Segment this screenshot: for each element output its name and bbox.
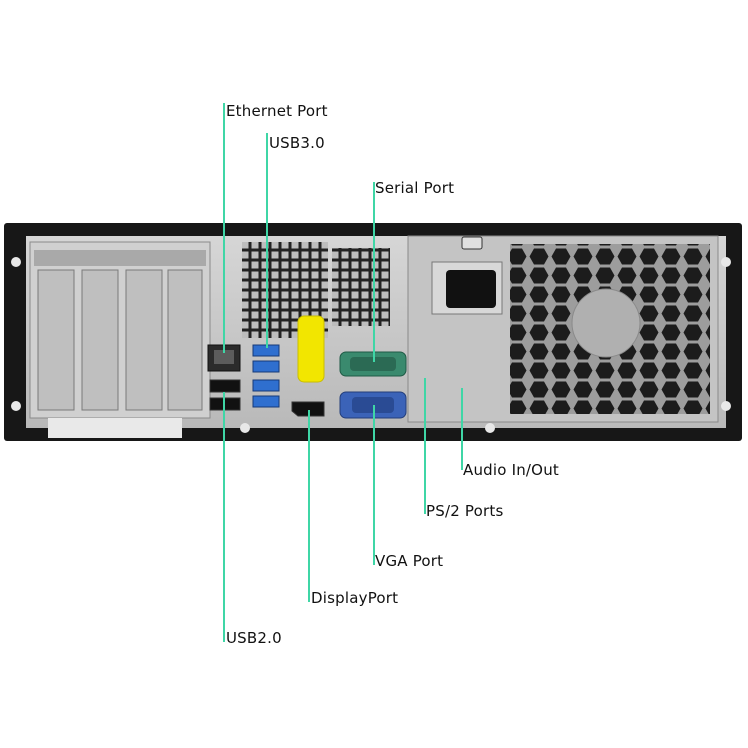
usb2-port (209, 397, 241, 411)
callout-label-serial: Serial Port (375, 179, 455, 197)
yellow-latch (297, 315, 325, 383)
label-sticker (48, 418, 182, 438)
ps2-leader-line (424, 378, 426, 514)
expansion-slot-cover (81, 269, 119, 411)
callout-label-usb2: USB2.0 (226, 629, 282, 647)
callout-label-ethernet: Ethernet Port (226, 102, 328, 120)
screw (11, 257, 21, 267)
slot-bracket-top (34, 250, 206, 266)
ethernet-leader-line (223, 103, 225, 353)
screw (721, 401, 731, 411)
usb3-leader-line (266, 133, 268, 348)
callout-label-displayport: DisplayPort (311, 589, 399, 607)
expansion-slot-cover (167, 269, 203, 411)
audio-leader-line (461, 388, 463, 470)
usb2-port (209, 379, 241, 393)
vga-leader-line (373, 405, 375, 565)
callout-label-ps2: PS/2 Ports (426, 502, 504, 520)
callout-label-audio: Audio In/Out (463, 461, 559, 479)
callout-label-usb3: USB3.0 (269, 134, 325, 152)
screw (240, 423, 250, 433)
serial-leader-line (373, 182, 375, 362)
callout-label-vga: VGA Port (375, 552, 444, 570)
screw (485, 423, 495, 433)
expansion-slot-cover (37, 269, 75, 411)
usb3-port (252, 379, 280, 392)
power-inlet (446, 270, 496, 308)
displayport-leader-line (308, 410, 310, 602)
usb2-leader-line (223, 392, 225, 642)
usb3-port (252, 360, 280, 373)
displayport-connector (291, 401, 325, 417)
screw (11, 401, 21, 411)
psu-fan-hub (571, 288, 641, 358)
screw (721, 257, 731, 267)
ethernet-jack-inner (214, 350, 234, 364)
expansion-slot-cover (125, 269, 163, 411)
serial-port-inner (350, 357, 396, 371)
usb3-port (252, 395, 280, 408)
psu-switch (461, 236, 483, 250)
vent-grid-center (332, 248, 390, 326)
